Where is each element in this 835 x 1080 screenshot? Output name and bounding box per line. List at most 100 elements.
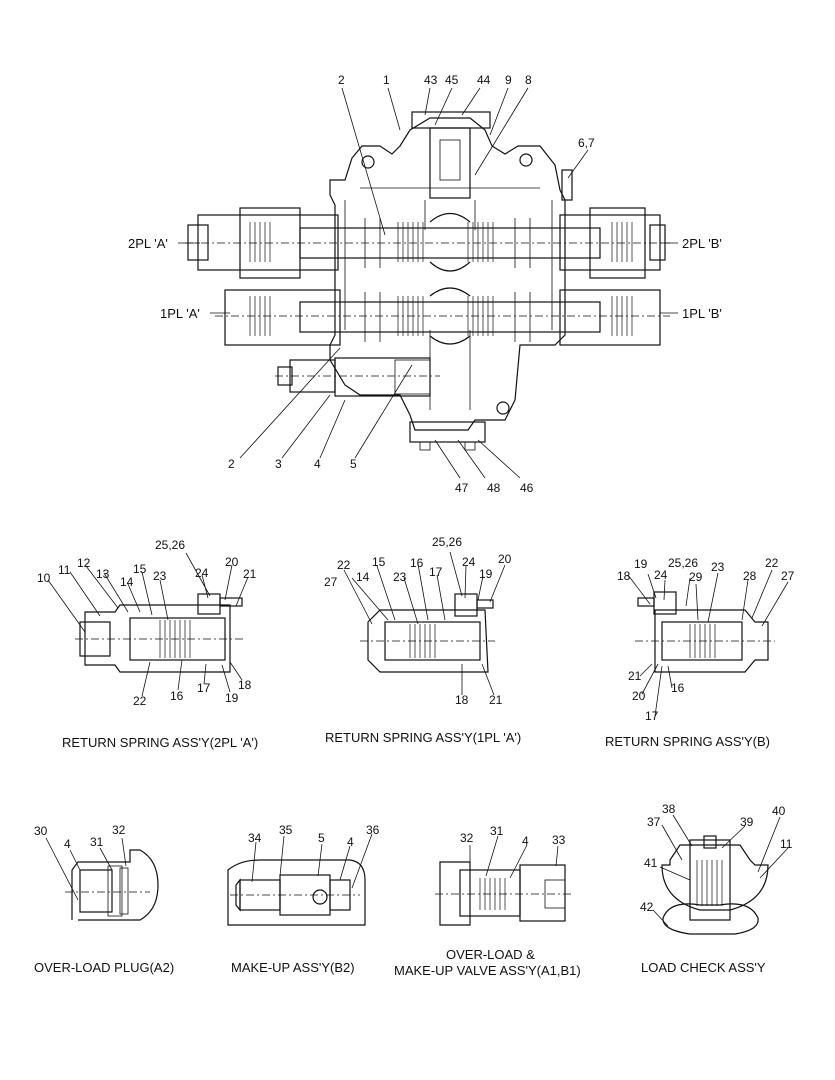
part-label: 31 [490,824,504,838]
overload-plug-labels: 30 4 31 32 OVER-LOAD PLUG(A2) [34,823,174,975]
part-label: 34 [248,831,262,845]
part-label: 25,26 [668,556,698,570]
load-check-drawing [652,814,789,935]
caption-overload-makeup-1: OVER-LOAD & [446,947,535,962]
part-label: 18 [617,569,631,583]
part-label: 4 [522,834,529,848]
part-label: 16 [671,681,685,695]
port-label-1pl-a: 1PL 'A' [160,306,200,321]
part-label: 13 [96,567,110,581]
part-label: 14 [356,570,370,584]
load-check-labels: 38 40 37 39 11 41 42 LOAD CHECK ASS'Y [640,802,793,975]
part-label: 21 [489,693,503,707]
part-label: 42 [640,900,654,914]
part-label: 19 [225,691,239,705]
return-spring-1pl-a-drawing [343,551,506,696]
part-label: 4 [314,457,321,471]
part-label: 2 [228,457,235,471]
part-label: 21 [243,567,257,581]
caption-overload-makeup-2: MAKE-UP VALVE ASS'Y(A1,B1) [394,963,581,978]
part-label: 11 [780,837,793,851]
return-spring-1pl-a-labels: 25,26 22 15 16 24 20 27 14 23 17 19 18 2… [324,535,521,745]
part-label: 23 [393,570,407,584]
part-label: 33 [552,833,566,847]
part-label: 5 [350,457,357,471]
part-label: 40 [772,804,786,818]
part-label: 22 [765,556,779,570]
part-label: 24 [462,555,476,569]
makeup-labels: 34 35 5 4 36 MAKE-UP ASS'Y(B2) [231,823,380,975]
part-label: 25,26 [432,535,462,549]
return-spring-2pl-a-drawing [47,552,249,697]
part-label: 38 [662,802,676,816]
part-label: 6,7 [578,136,595,150]
part-label: 24 [195,566,209,580]
part-label: 23 [711,560,725,574]
makeup-drawing [227,833,373,926]
part-label: 12 [77,556,91,570]
part-label: 47 [455,481,469,495]
part-label: 8 [525,73,532,87]
part-label: 17 [429,565,443,579]
part-label: 43 [424,73,438,87]
part-label: 22 [337,558,351,572]
overload-plug-drawing [45,837,159,921]
part-label: 24 [654,568,668,582]
part-label: 31 [90,835,104,849]
part-label: 27 [324,575,338,589]
part-label: 10 [37,571,51,585]
caption-return-spring-b: RETURN SPRING ASS'Y(B) [605,734,770,749]
return-spring-b-labels: 19 25,26 22 18 24 29 23 28 27 21 16 20 1… [605,556,795,749]
part-label: 16 [410,556,424,570]
port-label-2pl-b: 2PL 'B' [682,236,722,251]
part-label: 35 [279,823,293,837]
port-label-2pl-a: 2PL 'A' [128,236,168,251]
overload-makeup-drawing [435,835,572,926]
part-label: 3 [275,457,282,471]
part-label: 22 [133,694,147,708]
part-label: 20 [498,552,512,566]
part-label: 37 [647,815,661,829]
part-label: 15 [133,562,147,576]
part-label: 41 [644,856,658,870]
part-label: 4 [347,835,354,849]
caption-load-check: LOAD CHECK ASS'Y [641,960,766,975]
part-label: 39 [740,815,754,829]
return-spring-2pl-a-labels: 25,26 10 11 12 13 14 15 23 24 20 21 22 1… [37,538,258,750]
part-label: 25,26 [155,538,185,552]
part-label: 19 [634,557,648,571]
part-label: 17 [645,709,659,723]
part-label: 20 [225,555,239,569]
part-label: 20 [632,689,646,703]
part-label: 19 [479,567,493,581]
part-label: 48 [487,481,501,495]
part-label: 17 [197,681,211,695]
part-label: 28 [743,569,757,583]
part-label: 32 [460,831,474,845]
caption-overload-plug: OVER-LOAD PLUG(A2) [34,960,174,975]
part-label: 30 [34,824,48,838]
caption-return-spring-1pl-a: RETURN SPRING ASS'Y(1PL 'A') [325,730,521,745]
part-label: 23 [153,569,167,583]
main-part-labels: 2 1 43 45 44 9 8 6,7 2 3 4 5 47 48 46 2P… [128,73,722,495]
part-label: 2 [338,73,345,87]
part-label: 44 [477,73,491,87]
main-valve-drawing [178,87,678,479]
caption-return-spring-2pl-a: RETURN SPRING ASS'Y(2PL 'A') [62,735,258,750]
part-label: 18 [238,678,252,692]
return-spring-b-drawing [627,569,789,717]
part-label: 27 [781,569,795,583]
part-label: 32 [112,823,126,837]
part-label: 36 [366,823,380,837]
part-label: 11 [58,563,71,577]
part-label: 9 [505,73,512,87]
part-label: 29 [689,570,703,584]
part-label: 46 [520,481,534,495]
part-label: 15 [372,555,386,569]
part-label: 5 [318,831,325,845]
part-label: 14 [120,575,134,589]
overload-makeup-labels: 32 31 4 33 OVER-LOAD & MAKE-UP VALVE ASS… [394,824,581,978]
part-label: 4 [64,837,71,851]
part-label: 21 [628,669,642,683]
